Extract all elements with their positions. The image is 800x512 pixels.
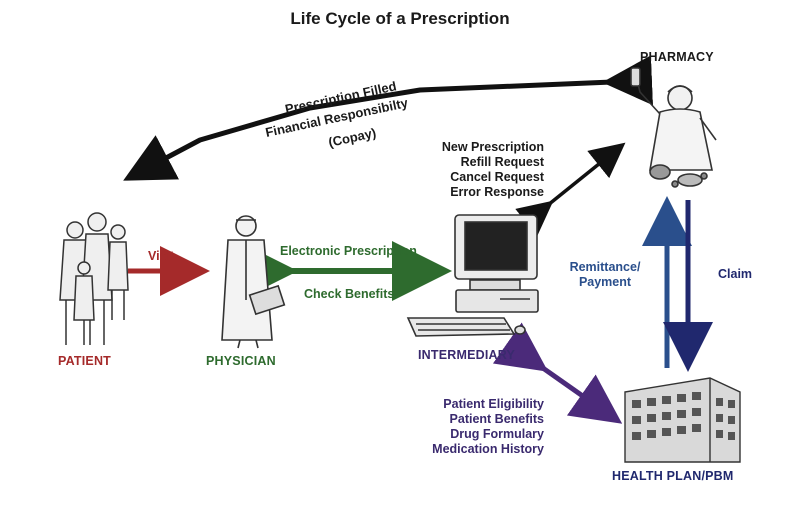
electronic-prescription-label: Electronic Prescription [280,244,417,258]
plan-messages: Patient Eligibility Patient Benefits Dru… [388,397,544,457]
health-plan-building-illustration [624,377,741,463]
health-plan-label: HEALTH PLAN/PBM [612,469,734,483]
remittance-text: Remittance/ [569,260,641,274]
visit-label: Visit [148,249,175,263]
message-patient-benefits: Patient Benefits [449,412,544,426]
message-refill-request: Refill Request [460,155,544,169]
prescription-filled-arrow [123,55,654,181]
physician-label: PHYSICIAN [206,354,276,368]
message-error-response: Error Response [450,185,544,199]
remittance-payment-label: Remittance/ Payment [560,260,650,290]
pharmacy-messages: New Prescription Refill Request Cancel R… [400,140,544,200]
check-benefits-label: Check Benefits [304,287,395,301]
eligibility-arrow [492,322,623,424]
physician-illustration [221,215,286,349]
claim-label: Claim [718,267,753,281]
computer-illustration [406,214,539,337]
intermediary-label: INTERMEDIARY [418,348,516,362]
pharmacist-illustration [630,67,717,188]
patient-family-illustration [59,212,129,345]
intermediary-pharmacy-arrow [515,142,626,237]
message-new-prescription: New Prescription [441,140,544,154]
payment-text: Payment [578,275,632,289]
message-cancel-request: Cancel Request [450,170,544,184]
pharmacy-label: PHARMACY [640,50,714,64]
message-drug-formulary: Drug Formulary [450,427,544,441]
diagram-title: Life Cycle of a Prescription [290,9,510,28]
message-patient-eligibility: Patient Eligibility [443,397,544,411]
patient-label: PATIENT [58,354,112,368]
message-medication-history: Medication History [432,442,544,456]
